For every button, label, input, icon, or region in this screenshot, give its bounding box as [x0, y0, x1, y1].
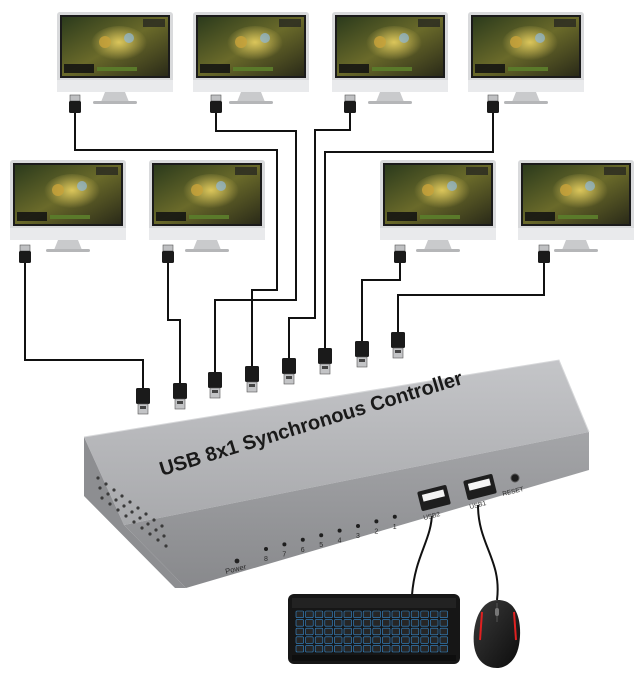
- cable-8: [398, 260, 544, 335]
- cable-7: [362, 260, 400, 342]
- mouse-cable: [478, 505, 498, 600]
- computer-5: [10, 160, 126, 252]
- cable-3: [289, 110, 350, 360]
- usb-plug-computer-6: [162, 245, 174, 263]
- usb-plug-computer-7: [394, 245, 406, 263]
- computer-6: [149, 160, 265, 252]
- channel-led-3: [356, 524, 360, 528]
- usb-plug-controller-1: [136, 388, 150, 414]
- channel-number-3: 3: [356, 533, 360, 540]
- channel-number-1: 1: [393, 524, 397, 531]
- channel-number-2: 2: [374, 528, 378, 535]
- cable-5: [25, 260, 143, 388]
- reset-button[interactable]: [511, 474, 519, 482]
- computer-1: [57, 12, 173, 104]
- computer-3: [332, 12, 448, 104]
- keyboard-icon: [288, 594, 460, 664]
- game-screen-icon: [62, 17, 168, 76]
- channel-led-8: [264, 547, 268, 551]
- usb-plug-controller-7: [355, 341, 369, 367]
- game-screen-icon: [385, 165, 491, 224]
- channel-led-2: [374, 519, 378, 523]
- channel-led-5: [319, 533, 323, 537]
- channel-led-7: [282, 542, 286, 546]
- channel-number-4: 4: [338, 538, 342, 545]
- computer-8: [518, 160, 634, 252]
- computer-2: [193, 12, 309, 104]
- channel-number-5: 5: [319, 542, 323, 549]
- usb-plug-controller-6: [318, 348, 332, 374]
- game-screen-icon: [473, 17, 579, 76]
- usb-plug-computer-2: [210, 95, 222, 113]
- keyboard-cable: [412, 512, 432, 595]
- usb-plug-controller-8: [391, 332, 405, 358]
- channel-number-8: 8: [264, 556, 268, 563]
- channel-led-6: [301, 538, 305, 542]
- controller-box: USB 8x1 Synchronous Controller Power 876…: [84, 360, 589, 588]
- usb-plug-computer-4: [487, 95, 499, 113]
- game-screen-icon: [198, 17, 304, 76]
- usb-plug-controller-2: [173, 383, 187, 409]
- usb-plug-computer-5: [19, 245, 31, 263]
- usb-plug-controller-5: [282, 358, 296, 384]
- computer-4: [468, 12, 584, 104]
- game-screen-icon: [337, 17, 443, 76]
- mouse-icon: [474, 600, 520, 668]
- computer-7: [380, 160, 496, 252]
- usb-plug-computer-8: [538, 245, 550, 263]
- channel-number-7: 7: [282, 551, 286, 558]
- channel-led-4: [338, 529, 342, 533]
- game-screen-icon: [154, 165, 260, 224]
- usb-plug-controller-3: [208, 372, 222, 398]
- game-screen-icon: [523, 165, 629, 224]
- usb-plug-computer-3: [344, 95, 356, 113]
- cable-6: [168, 260, 180, 385]
- channel-number-6: 6: [301, 547, 305, 554]
- usb-plug-controller-4: [245, 366, 259, 392]
- channel-led-1: [393, 515, 397, 519]
- usb-plug-computer-1: [69, 95, 81, 113]
- usb-plugs: [19, 95, 550, 414]
- computers: [10, 12, 634, 252]
- game-screen-icon: [15, 165, 121, 224]
